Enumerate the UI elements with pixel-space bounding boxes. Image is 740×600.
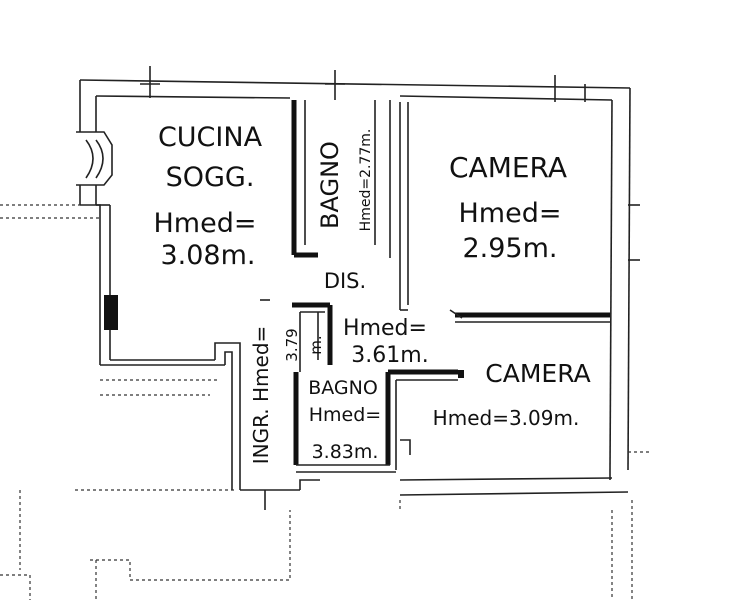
bagno2-height-label: Hmed=	[309, 404, 381, 426]
bagno2-label: BAGNO	[308, 377, 378, 399]
ingresso-height-value-b: m.	[307, 335, 325, 354]
camera2-height: Hmed=3.09m.	[433, 406, 580, 430]
soggiorno-label: SOGG.	[166, 162, 255, 193]
dis-height-label: Hmed=	[343, 316, 427, 341]
cucina-height-value: 3.08m.	[160, 240, 255, 271]
dis-label: DIS.	[324, 269, 366, 293]
outer-walls	[79, 79, 631, 496]
window-left	[76, 131, 113, 186]
bagno2-height-value: 3.83m.	[312, 441, 379, 463]
wall-ticks	[140, 66, 640, 510]
interior-walls	[104, 100, 610, 473]
bagno1-label: BAGNO	[316, 141, 344, 229]
bagno1-height: Hmed=2.77m.	[358, 129, 374, 232]
cucina-height-label: Hmed=	[154, 208, 257, 239]
ingresso-height-value-a: 3.79	[283, 328, 301, 361]
camera1-label: CAMERA	[449, 151, 567, 184]
camera2-label: CAMERA	[485, 359, 590, 388]
dis-height-value: 3.61m.	[351, 343, 428, 368]
camera1-height-label: Hmed=	[459, 198, 562, 229]
cucina-label: CUCINA	[158, 122, 263, 153]
ingresso-height: INGR. Hmed=	[249, 326, 273, 465]
exterior-dashed-lines	[0, 204, 650, 600]
room-labels: CUCINA SOGG. Hmed= 3.08m. BAGNO Hmed=2.7…	[154, 122, 591, 464]
camera1-height-value: 2.95m.	[462, 233, 557, 264]
